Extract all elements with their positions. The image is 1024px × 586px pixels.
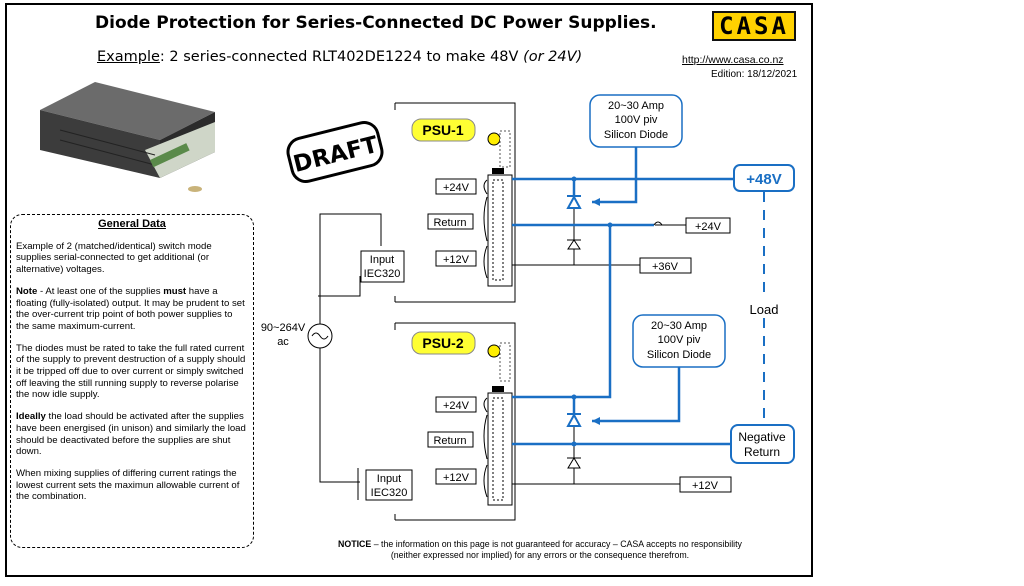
example-label: Example <box>97 49 160 65</box>
psu1-label-box <box>411 118 476 142</box>
psu1-12v-terminal-box <box>435 250 477 267</box>
diode-callout-2-box <box>632 314 726 368</box>
output-24v-box <box>685 217 731 234</box>
casa-logo: CASA <box>712 11 796 41</box>
diode-psu1-black <box>567 239 581 250</box>
diode-callout-1-type: Silicon Diode <box>604 129 668 141</box>
psu2-label-box <box>411 331 476 355</box>
diode-callout-2-type: Silicon Diode <box>647 349 711 361</box>
general-data-p2: Note - At least one of the supplies must… <box>16 286 248 333</box>
psu2-indicator <box>487 344 501 358</box>
psu1-input-box <box>360 250 405 283</box>
diode-callout-1-piv: 100V piv <box>615 114 658 126</box>
psu2-label: PSU-2 <box>422 335 463 351</box>
psu2-24v-terminal-box <box>435 396 477 413</box>
note-must: must <box>163 285 187 297</box>
negative-return-line2: Return <box>744 445 780 459</box>
psu1-terminal-block <box>483 174 513 287</box>
diode-psu2-blue <box>566 412 582 427</box>
example-subtitle: Example: 2 series-connected RLT402DE1224… <box>97 49 582 65</box>
psu2-12v-terminal: +12V <box>443 472 470 484</box>
general-data-p5: When mixing supplies of differing curren… <box>16 467 240 503</box>
psu2-input-label: Input <box>377 473 401 485</box>
example-text: : 2 series-connected RLT402DE1224 to mak… <box>159 49 524 65</box>
general-data-heading: General Data <box>98 218 166 230</box>
note-text-b: have a floating (fully-isolated) output.… <box>16 285 245 332</box>
output-12v-box <box>679 476 732 493</box>
notice-line2: (neither expressed nor implied) for any … <box>390 550 690 560</box>
website-link[interactable]: http://www.casa.co.nz <box>682 54 784 66</box>
psu-product-image <box>40 82 215 192</box>
edition-date: Edition: 18/12/2021 <box>711 69 798 80</box>
psu2-input-type: IEC320 <box>371 487 408 499</box>
psu2-terminal-block <box>483 392 513 506</box>
diode-callout-1-box <box>589 94 683 148</box>
note-lead: Note <box>16 285 38 297</box>
output-36v-label: +36V <box>652 261 679 273</box>
ideally-text: the load should be activated after the s… <box>16 411 246 458</box>
output-12v-label: +12V <box>692 480 719 492</box>
diode-psu2-black <box>567 457 581 469</box>
general-data-panel: General Data Example of 2 (matched/ident… <box>10 214 254 548</box>
psu1-12v-terminal: +12V <box>443 254 470 266</box>
psu1-return-terminal-box <box>427 213 474 230</box>
psu1-input-type: IEC320 <box>364 268 401 280</box>
output-48v-box <box>733 164 795 192</box>
diode-callout-1-current: 20~30 Amp <box>608 100 664 112</box>
disclaimer-notice: NOTICE – the information on this page is… <box>280 539 800 561</box>
diode-callout-2-piv: 100V piv <box>658 334 701 346</box>
general-data-p4: Ideally the load should be activated aft… <box>16 411 248 458</box>
output-24v-label: +24V <box>695 221 722 233</box>
psu1-return-terminal: Return <box>433 217 466 229</box>
ideally-lead: Ideally <box>16 411 46 423</box>
negative-return-box <box>730 424 795 464</box>
draft-stamp: DRAFT <box>286 120 384 184</box>
diode-callout-2-current: 20~30 Amp <box>651 320 707 332</box>
ac-wiring <box>307 213 382 500</box>
psu2-input-box <box>365 469 413 501</box>
page-title: Diode Protection for Series-Connected DC… <box>95 13 657 33</box>
psu2-24v-terminal: +24V <box>443 400 470 412</box>
note-text-a: - At least one of the supplies <box>37 285 164 297</box>
psu2-12v-terminal-box <box>435 468 477 485</box>
notice-lead: NOTICE <box>338 539 372 549</box>
load-label: Load <box>750 302 779 317</box>
negative-return-line1: Negative <box>738 430 786 444</box>
psu1-indicator <box>487 132 501 146</box>
ac-voltage-label: 90~264V <box>261 322 306 334</box>
notice-line1: – the information on this page is not gu… <box>371 539 742 549</box>
general-data-p1: Example of 2 (matched/identical) switch … <box>16 240 212 276</box>
output-48v-label: +48V <box>746 171 781 188</box>
example-alt: (or 24V) <box>523 49 583 65</box>
black-wiring <box>512 208 686 485</box>
draft-stamp-text: DRAFT <box>291 132 381 178</box>
general-data-p3: The diodes must be rated to take the ful… <box>16 342 246 401</box>
psu1-label: PSU-1 <box>422 122 463 138</box>
psu2-return-terminal-box <box>427 431 474 448</box>
psu2-return-terminal: Return <box>433 435 466 447</box>
psu1-input-label: Input <box>370 254 394 266</box>
psu1-24v-terminal: +24V <box>443 182 470 194</box>
blue-wiring <box>512 146 734 446</box>
diode-psu1-blue <box>566 194 582 209</box>
wire-junctions <box>571 176 613 447</box>
psu1-24v-terminal-box <box>435 178 477 195</box>
output-36v-box <box>639 257 692 274</box>
ac-label: ac <box>277 336 289 348</box>
